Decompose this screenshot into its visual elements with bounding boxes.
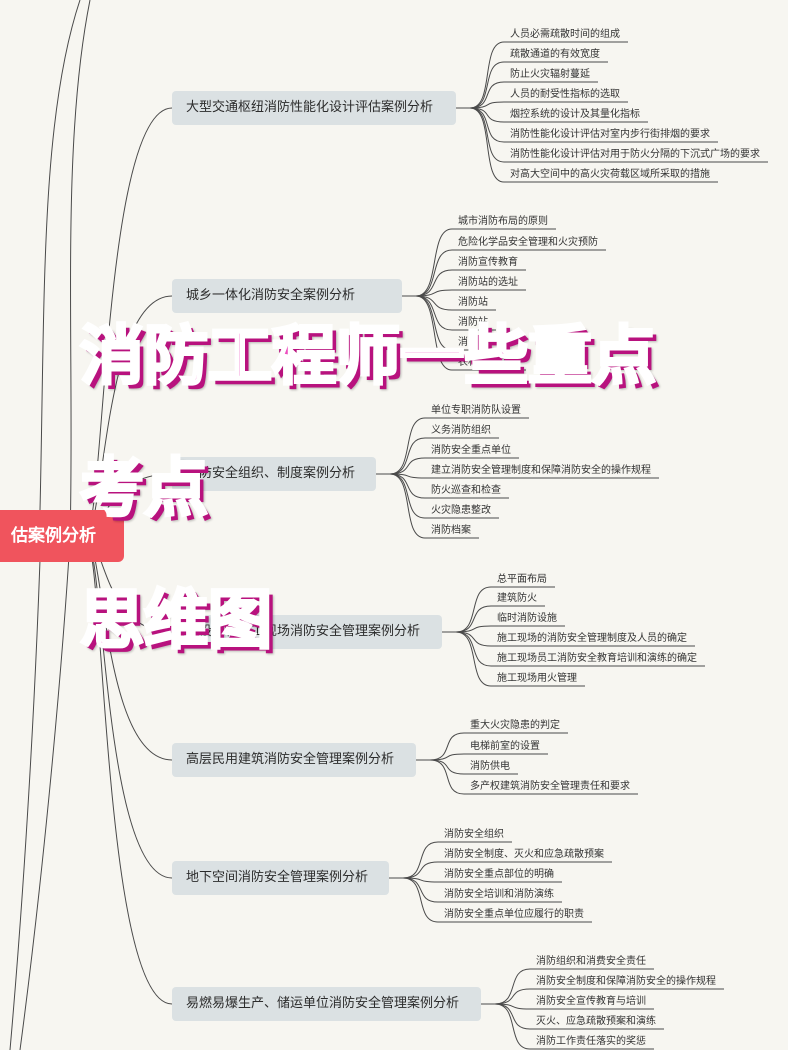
leaf-item[interactable]: 消防站 bbox=[458, 297, 488, 308]
leaf-connector bbox=[389, 473, 659, 479]
branch-node[interactable]: 城乡一体化消防安全案例分析 bbox=[172, 279, 402, 313]
leaf-item[interactable]: 烟控系统的设计及其量化指标 bbox=[510, 109, 640, 120]
leaf-item[interactable]: 施工现场员工消防安全教育培训和演练的确定 bbox=[497, 653, 697, 664]
leaf-item[interactable]: 总平面布局 bbox=[497, 574, 547, 585]
leaf-item[interactable]: 消防安全重点单位 bbox=[431, 445, 511, 456]
leaf-connector bbox=[494, 1003, 654, 1010]
leaf-item[interactable]: 人员必需疏散时间的组成 bbox=[510, 29, 620, 40]
leaf-connector bbox=[415, 295, 496, 311]
title-line-1: 消防工程师一些重点 bbox=[79, 320, 658, 394]
leaf-item[interactable]: 人员的耐受性指标的选取 bbox=[510, 89, 620, 100]
leaf-item[interactable]: 消防站 bbox=[458, 317, 488, 328]
branch-node[interactable]: 消防安全组织、制度案例分析 bbox=[172, 457, 376, 491]
leaf-connector bbox=[389, 417, 529, 475]
root-node[interactable]: 估案例分析 bbox=[0, 510, 124, 562]
leaf-connector bbox=[494, 968, 654, 1005]
leaf-connector bbox=[415, 295, 496, 331]
leaf-connector bbox=[402, 877, 562, 883]
leaf-connector bbox=[389, 473, 509, 499]
leaf-connector bbox=[469, 41, 628, 109]
leaf-connector bbox=[494, 1003, 664, 1030]
leaf-connector bbox=[429, 732, 568, 761]
leaf-item[interactable]: 疏散通道的有效宽度 bbox=[510, 49, 600, 60]
leaf-connector bbox=[469, 61, 608, 109]
leaf-item[interactable]: 消防安全培训和消防演练 bbox=[444, 889, 554, 900]
branch-node[interactable]: 高层民用建筑消防安全管理案例分析 bbox=[172, 743, 416, 777]
branch-node[interactable]: 大型交通枢纽消防性能化设计评估案例分析 bbox=[172, 91, 456, 125]
leaf-connector bbox=[389, 473, 479, 539]
leaf-item[interactable]: 灭火、应急疏散预案和演练 bbox=[536, 1016, 656, 1027]
leaf-connector bbox=[429, 759, 638, 795]
branch-node[interactable]: 易燃易爆生产、储运单位消防安全管理案例分析 bbox=[172, 987, 481, 1021]
leaf-connector bbox=[402, 861, 612, 879]
leaf-item[interactable]: 消防安全宣传教育与培训 bbox=[536, 996, 646, 1007]
leaf-connector bbox=[415, 228, 556, 297]
leaf-connector bbox=[402, 877, 592, 923]
branch-node[interactable]: 地下空间消防安全管理案例分析 bbox=[172, 861, 389, 895]
leaf-item[interactable]: 防止火灾辐射蔓延 bbox=[510, 69, 590, 80]
leaf-connector bbox=[402, 841, 512, 879]
leaf-item[interactable]: 消防站的选址 bbox=[458, 277, 518, 288]
leaf-item[interactable]: 电梯前室的设置 bbox=[470, 741, 540, 752]
leaf-connector bbox=[415, 269, 526, 297]
leaf-item[interactable]: 建筑防火 bbox=[497, 593, 537, 604]
leaf-item[interactable]: 多产权建筑消防安全管理责任和要求 bbox=[470, 781, 630, 792]
leaf-item[interactable]: 消防安全组织 bbox=[444, 829, 504, 840]
leaf-item[interactable]: 消防供电 bbox=[470, 761, 510, 772]
leaf-connector bbox=[429, 753, 548, 761]
leaf-item[interactable]: 消防宣传教育 bbox=[458, 257, 518, 268]
leaf-item[interactable]: 消防安全制度、灭火和应急疏散预案 bbox=[444, 849, 604, 860]
leaf-item[interactable]: 消防安全制度和保障消防安全的操作规程 bbox=[536, 976, 716, 987]
leaf-item[interactable]: 施工现场用火管理 bbox=[497, 673, 577, 684]
leaf-item[interactable]: 临时消防设施 bbox=[497, 613, 557, 624]
leaf-connector bbox=[455, 631, 695, 647]
leaf-item[interactable]: 消防安全重点部位的明确 bbox=[444, 869, 554, 880]
leaf-item[interactable]: 消防组织和消费安全责任 bbox=[536, 956, 646, 967]
leaf-item[interactable]: 消防安全重点单位应履行的职责 bbox=[444, 909, 584, 920]
leaf-item[interactable]: 消防工作责任落实的奖惩 bbox=[536, 1036, 646, 1047]
leaf-connector bbox=[389, 437, 499, 475]
leaf-item[interactable]: 危险化学品安全管理和火灾预防 bbox=[458, 237, 598, 248]
leaf-connector bbox=[455, 631, 585, 687]
leaf-connector bbox=[455, 625, 565, 633]
leaf-item[interactable]: 农村防火要求 bbox=[458, 357, 518, 368]
leaf-connector bbox=[455, 631, 705, 667]
leaf-connector bbox=[494, 1003, 654, 1050]
leaf-connector bbox=[402, 877, 562, 903]
leaf-connector bbox=[429, 759, 518, 775]
leaf-connector bbox=[469, 107, 718, 143]
leaf-connector bbox=[455, 605, 545, 633]
leaf-connector bbox=[415, 295, 526, 371]
leaf-connector bbox=[469, 101, 628, 109]
trunk-line-3 bbox=[39, 0, 81, 511]
leaf-item[interactable]: 火灾隐患整改 bbox=[431, 505, 491, 516]
leaf-connector bbox=[469, 107, 718, 183]
title-line-2: 考点 bbox=[79, 452, 210, 526]
leaf-item[interactable]: 施工现场的消防安全管理制度及人员的确定 bbox=[497, 633, 687, 644]
leaf-connector bbox=[494, 988, 724, 1005]
leaf-item[interactable]: 单位专职消防队设置 bbox=[431, 405, 521, 416]
leaf-connector bbox=[415, 289, 526, 297]
leaf-item[interactable]: 消防性能化设计评估对用于防火分隔的下沉式广场的要求 bbox=[510, 149, 760, 160]
overlay-title: 消防工程师一些重点 考点 思维图 bbox=[79, 258, 780, 720]
leaf-connector bbox=[455, 586, 555, 633]
branch-node[interactable]: 建设工程施工现场消防安全管理案例分析 bbox=[172, 615, 442, 649]
leaf-item[interactable]: 城市消防布局的原则 bbox=[458, 216, 548, 227]
leaf-item[interactable]: 建立消防安全管理制度和保障消防安全的操作规程 bbox=[431, 465, 651, 476]
leaf-connector bbox=[469, 107, 648, 123]
leaf-connector bbox=[389, 457, 519, 475]
leaf-item[interactable]: 消防水 bbox=[458, 337, 488, 348]
leaf-item[interactable]: 防火巡查和检查 bbox=[431, 485, 501, 496]
title-line-3: 思维图 bbox=[79, 584, 274, 658]
leaf-item[interactable]: 对高大空间中的高火灾荷载区域所采取的措施 bbox=[510, 169, 710, 180]
leaf-item[interactable]: 消防档案 bbox=[431, 525, 471, 536]
leaf-item[interactable]: 义务消防组织 bbox=[431, 425, 491, 436]
leaf-item[interactable]: 重大火灾隐患的判定 bbox=[470, 720, 560, 731]
leaf-connector bbox=[415, 249, 606, 297]
trunk-line-2 bbox=[9, 559, 41, 1050]
leaf-connector bbox=[469, 81, 598, 109]
leaf-item[interactable]: 消防性能化设计评估对室内步行街排烟的要求 bbox=[510, 129, 710, 140]
